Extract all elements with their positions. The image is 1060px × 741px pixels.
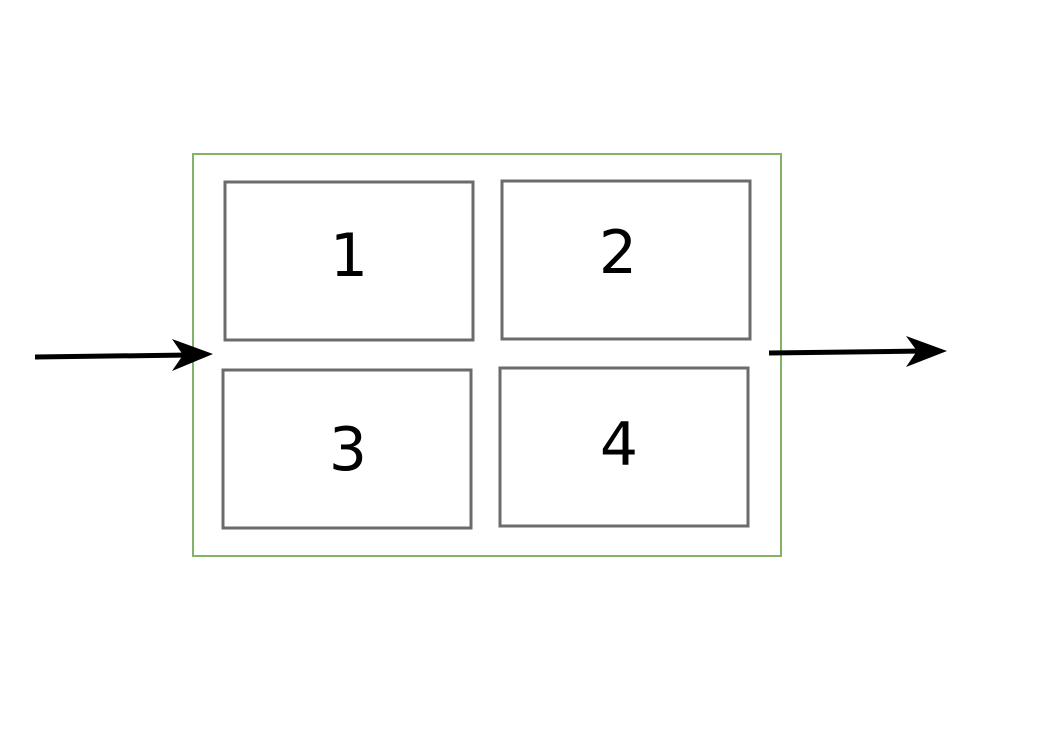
- box-3: [221, 368, 473, 530]
- box-2-label: 2: [599, 218, 637, 288]
- output-arrow: [768, 336, 947, 367]
- box-4: [498, 366, 750, 528]
- box-1-label: 1: [330, 221, 368, 291]
- input-arrow: [34, 339, 213, 371]
- box-2: [500, 179, 752, 341]
- box-4-label: 4: [600, 410, 638, 480]
- box-3-label: 3: [329, 415, 367, 485]
- box-1: [223, 180, 475, 342]
